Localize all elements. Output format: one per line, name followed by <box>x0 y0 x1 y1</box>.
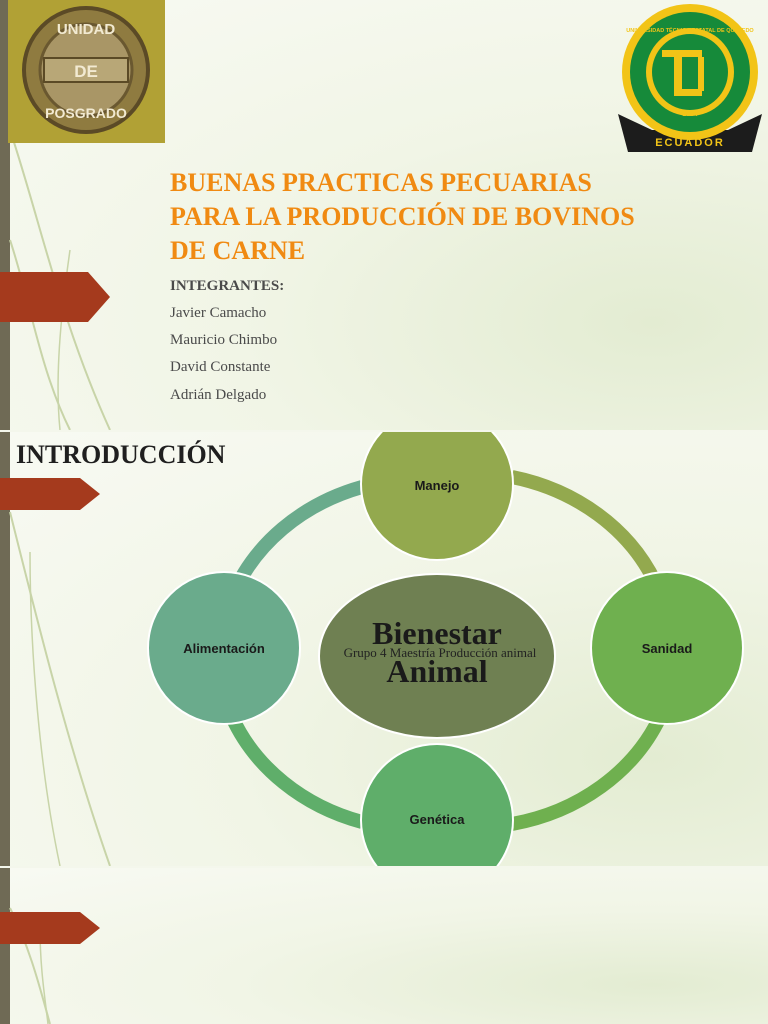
node-label-genetica: Genética <box>410 812 466 827</box>
logo-text-bottom: POSGRADO <box>45 105 127 121</box>
seal-country: ECUADOR <box>655 137 725 149</box>
center-node <box>318 573 556 739</box>
seal-university-name: UNIVERSIDAD TÉCNICA ESTATAL DE QUEVEDO <box>626 26 754 34</box>
member-name: David Constante <box>170 359 271 375</box>
node-sanidad <box>590 571 744 725</box>
sidebar-bar <box>0 432 10 866</box>
cycle-diagram: Bienestar Animal Grupo 4 Maestría Produc… <box>147 432 744 866</box>
sidebar-bar <box>0 868 10 1024</box>
node-label-sanidad: Sanidad <box>642 641 693 656</box>
partial-slide <box>0 868 768 1024</box>
member-name: Mauricio Chimbo <box>170 332 278 348</box>
university-seal: UNIVERSIDAD TÉCNICA ESTATAL DE QUEVEDO 1… <box>618 4 762 152</box>
accent-arrow <box>0 478 100 510</box>
accent-arrow <box>0 912 100 944</box>
title-line-3: DE CARNE <box>170 236 306 265</box>
accent-arrow <box>0 272 110 322</box>
node-label-manejo: Manejo <box>415 478 460 493</box>
logo-text-top: UNIDAD <box>57 21 115 38</box>
decorative-curves <box>9 907 51 1024</box>
member-name: Javier Camacho <box>170 305 267 321</box>
members-label: INTEGRANTES: <box>170 278 285 294</box>
seal-year: 1984 <box>682 111 698 118</box>
introduction-slide: INTRODUCCIÓN Bienestar Animal Grupo 4 Ma… <box>0 432 768 866</box>
center-label-line-2: Animal <box>386 653 487 689</box>
center-label-line-1: Bienestar <box>372 615 502 651</box>
title-line-2: PARA LA PRODUCCIÓN DE BOVINOS <box>170 202 635 231</box>
member-name: Adrián Delgado <box>170 387 267 403</box>
decorative-curves <box>9 511 111 866</box>
title-slide: UNIDAD DE POSGRADO UNIVERSIDAD TÉCNICA E… <box>0 0 768 430</box>
node-genetica <box>360 743 514 866</box>
node-alimentacion <box>147 571 301 725</box>
sidebar-bar <box>0 0 10 430</box>
section-heading: INTRODUCCIÓN <box>16 440 226 469</box>
slide-title: BUENAS PRACTICAS PECUARIAS PARA LA PRODU… <box>170 166 730 268</box>
node-manejo <box>360 432 514 561</box>
title-line-1: BUENAS PRACTICAS PECUARIAS <box>170 168 592 197</box>
posgrado-logo: UNIDAD DE POSGRADO <box>8 0 165 143</box>
slide-footer-text: Grupo 4 Maestría Producción animal <box>344 645 537 660</box>
logo-text-middle: DE <box>74 62 98 81</box>
node-label-alimentacion: Alimentación <box>183 641 265 656</box>
